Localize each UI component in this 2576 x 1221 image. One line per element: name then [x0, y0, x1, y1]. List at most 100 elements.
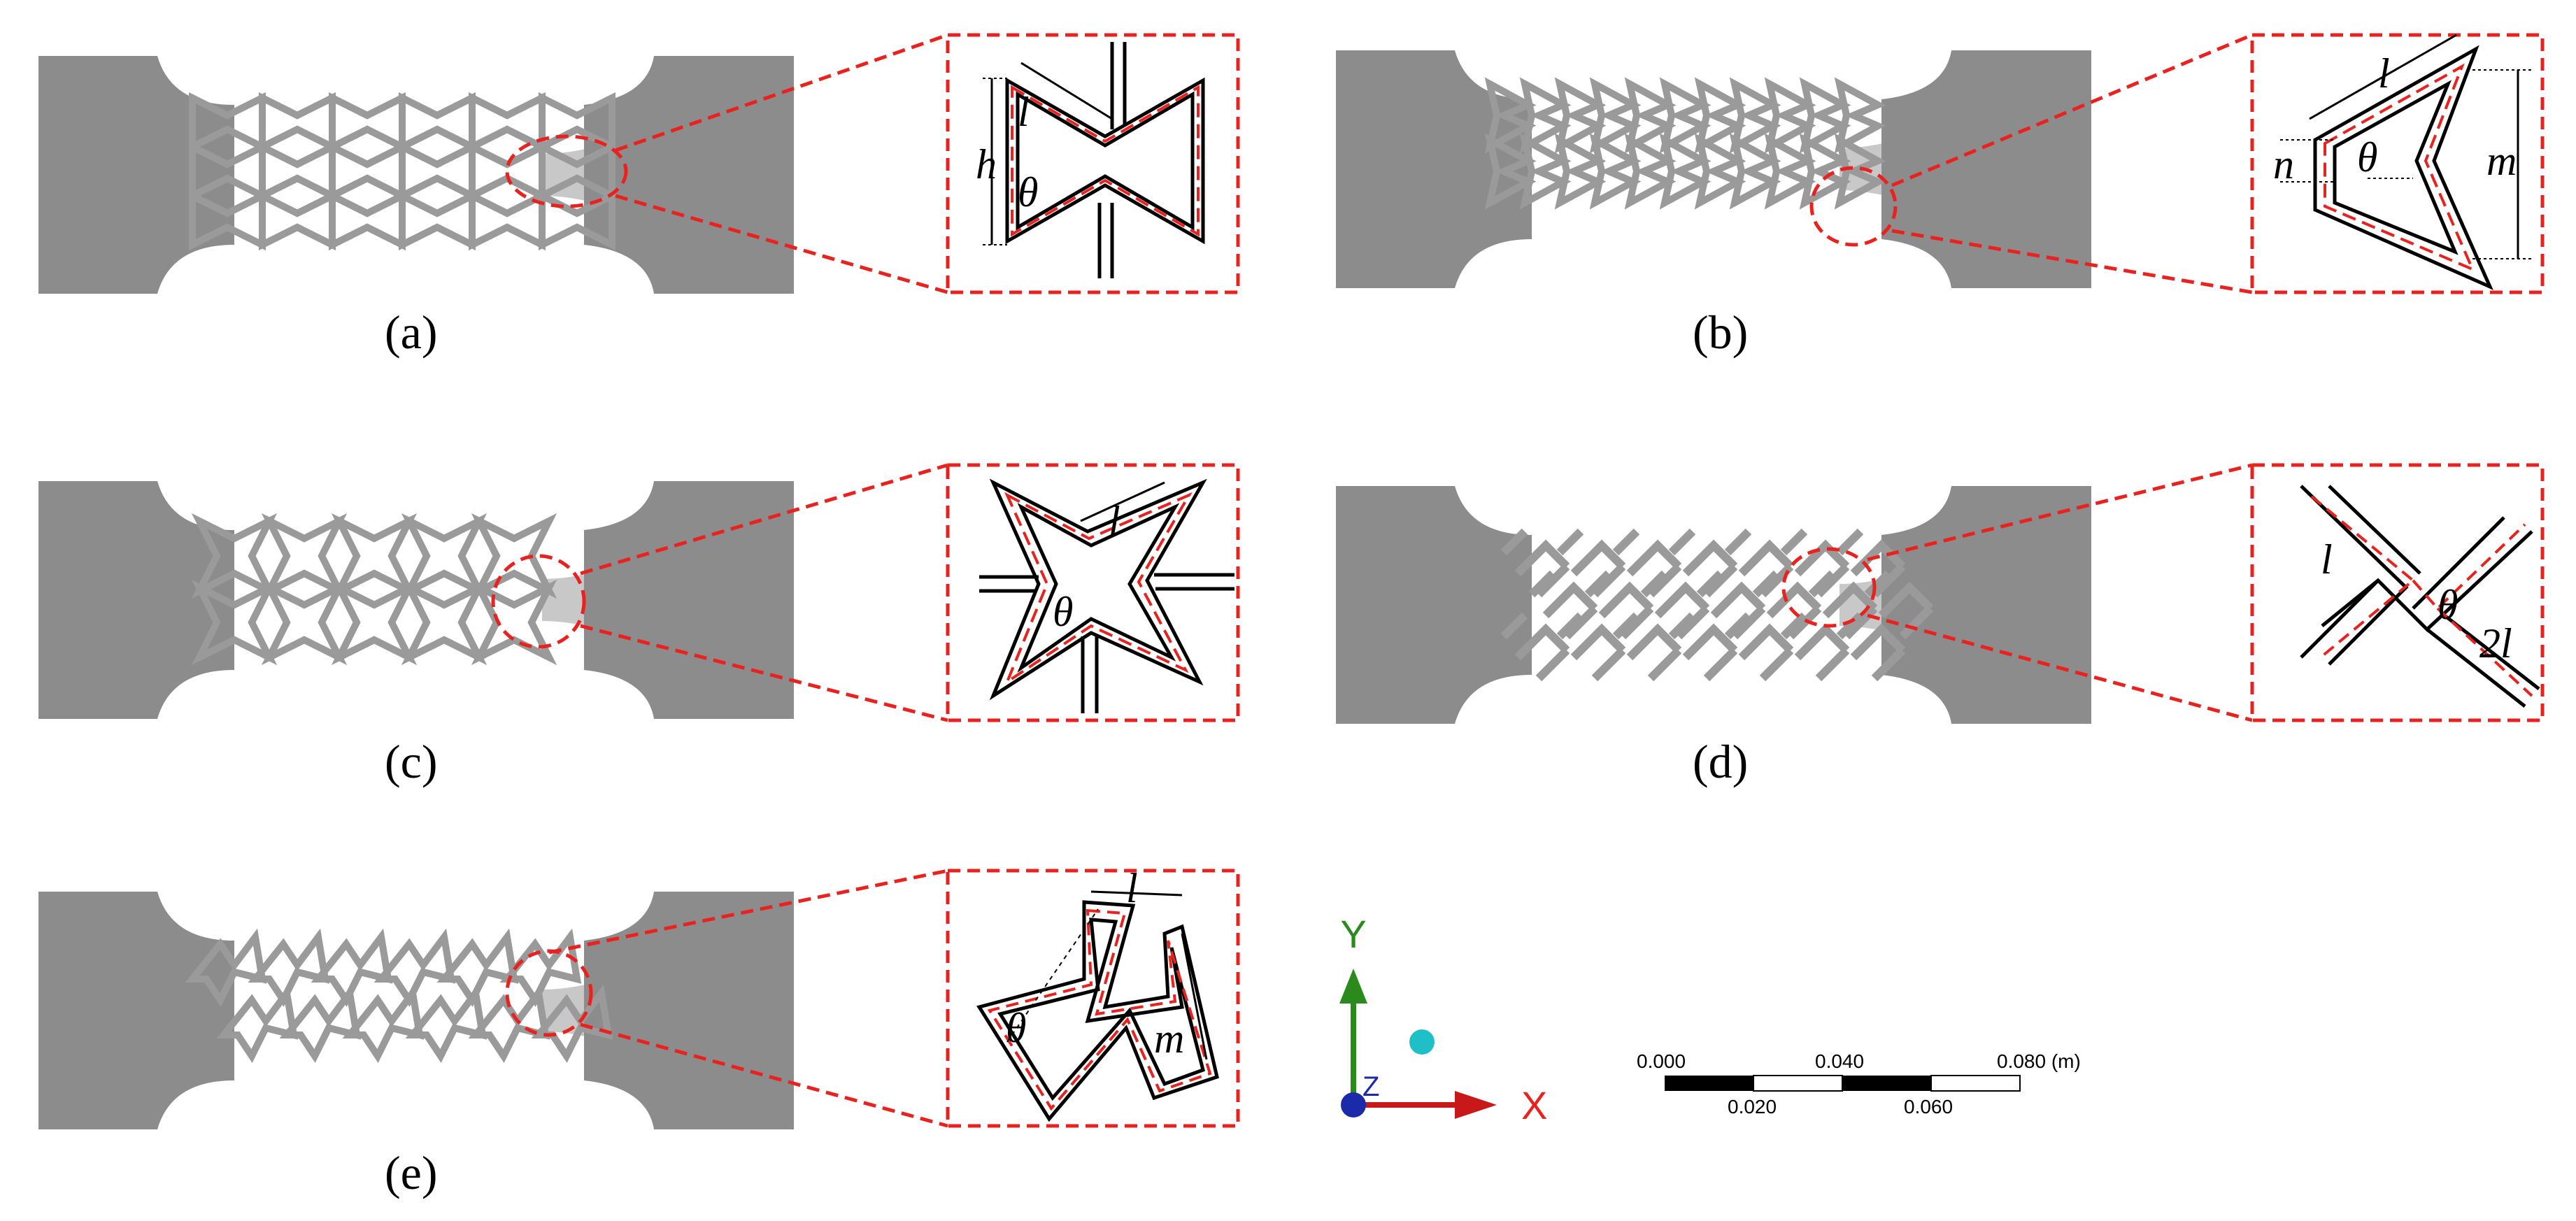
- lattice-cell: [350, 993, 420, 1056]
- lattice-cell: [1588, 573, 1651, 636]
- lattice-cell: [262, 196, 332, 245]
- lattice-cell: [262, 147, 332, 196]
- dim-c-theta: θ: [1053, 589, 1073, 635]
- lattice-cell: [262, 98, 332, 147]
- dim-d-2l: 2l: [2479, 620, 2512, 666]
- zoom-circle-a: [505, 134, 628, 208]
- inset-box-b: [2250, 33, 2545, 294]
- z-axis-origin: [1341, 1092, 1366, 1118]
- caption-b: (b): [1693, 306, 1748, 359]
- lattice-cell: [409, 521, 479, 591]
- lattice-cell: [269, 521, 339, 591]
- lattice-cell: [1560, 531, 1623, 594]
- zoom-line-c-top: [580, 463, 948, 576]
- x-axis-label: X: [1521, 1083, 1547, 1127]
- zoom-line-c-bottom: [580, 624, 948, 722]
- zoom-line-d-top: [1867, 463, 2253, 562]
- z-axis-label: Z: [1362, 1071, 1379, 1102]
- lattice-cell: [318, 937, 388, 1000]
- lattice-cell: [409, 587, 479, 657]
- dim-e-l: l: [1126, 865, 1138, 911]
- dim-c-l: l: [1109, 498, 1120, 544]
- lattice-cell: [402, 147, 472, 196]
- lattice-b: [1490, 84, 1878, 203]
- dim-a-l: l: [1018, 89, 1030, 135]
- lattice-cell: [255, 937, 325, 1000]
- lattice-cell: [402, 98, 472, 147]
- lattice-cell: [402, 196, 472, 245]
- x-axis-head: [1455, 1091, 1497, 1119]
- caption-d: (d): [1693, 735, 1748, 788]
- specimen-a: [38, 56, 794, 294]
- scale-segment-1: [1665, 1076, 1753, 1091]
- lattice-cell: [1700, 573, 1763, 636]
- lattice-cell: [476, 993, 546, 1056]
- scale-label-080: 0.080 (m): [1997, 1050, 2081, 1072]
- lattice-d: [1504, 531, 1930, 678]
- lattice-cell: [1532, 573, 1595, 636]
- unit-cell-c: [979, 478, 1234, 713]
- lattice-cell: [287, 993, 357, 1056]
- zoom-line-d-bottom: [1867, 613, 2253, 722]
- zoom-line-b-bottom: [1891, 229, 2253, 294]
- view-sphere: [1409, 1029, 1435, 1055]
- dim-b-l: l: [2378, 50, 2390, 97]
- zoom-circle-c: [491, 554, 586, 649]
- dim-e-m: m: [1154, 1015, 1184, 1062]
- caption-c: (c): [385, 735, 437, 788]
- panel-a: l h θ (a): [38, 33, 1240, 359]
- lattice-cell: [332, 196, 402, 245]
- lattice-cell: [1560, 615, 1623, 678]
- lattice-cell: [1672, 615, 1735, 678]
- panel-d: l θ 2l (d): [1336, 463, 2545, 788]
- scale-label-040: 0.040: [1815, 1050, 1864, 1072]
- scale-bar: 0.000 0.040 0.080 (m) 0.020 0.060: [1637, 1050, 2081, 1118]
- lattice-cell: [1616, 615, 1679, 678]
- lattice-cell: [332, 147, 402, 196]
- lattice-cell: [472, 196, 542, 245]
- dim-d-theta: θ: [2438, 582, 2458, 628]
- scale-label-020: 0.020: [1728, 1096, 1777, 1118]
- lattice-cell: [1728, 615, 1791, 678]
- zoom-line-b-top: [1891, 33, 2253, 187]
- lattice-cell: [269, 587, 339, 657]
- panel-e: l m θ (e): [38, 865, 1240, 1199]
- dim-a-theta: θ: [1018, 169, 1038, 215]
- unit-cell-a: [983, 42, 1205, 278]
- scale-segment-2: [1753, 1075, 1843, 1092]
- lattice-cell: [1756, 573, 1819, 636]
- lattice-cell: [444, 937, 514, 1000]
- lattice-cell: [472, 98, 542, 147]
- y-axis-label: Y: [1340, 912, 1366, 956]
- lattice-cell: [339, 587, 409, 657]
- lattice-cell: [472, 147, 542, 196]
- dim-d-l: l: [2321, 536, 2333, 583]
- scale-segment-4: [1930, 1075, 2021, 1092]
- caption-e: (e): [385, 1146, 437, 1199]
- lattice-cell: [1616, 531, 1679, 594]
- zoom-line-e-top: [548, 869, 948, 955]
- specimen-d: [1336, 486, 2091, 724]
- dim-b-n: n: [2273, 141, 2294, 187]
- caption-a: (a): [385, 306, 437, 359]
- coordinate-triad: Z Y X: [1339, 912, 1547, 1127]
- scale-label-060: 0.060: [1904, 1096, 1953, 1118]
- scale-segment-3: [1842, 1076, 1931, 1091]
- zoom-circle-b: [1809, 166, 1898, 247]
- y-axis-head: [1339, 969, 1367, 1004]
- lattice-cell: [1672, 531, 1735, 594]
- lattice-cell: [339, 521, 409, 591]
- dim-b-m: m: [2486, 138, 2517, 184]
- dim-e-theta: θ: [1006, 1005, 1026, 1051]
- lattice-c: [199, 521, 549, 657]
- lattice-cell: [413, 993, 483, 1056]
- lattice-cell: [1644, 573, 1707, 636]
- inset-box-d: [2250, 463, 2545, 722]
- lattice-cell: [332, 98, 402, 147]
- unit-cell-e: [976, 890, 1219, 1122]
- lattice-cell: [381, 937, 451, 1000]
- zoom-circle-d: [1781, 547, 1877, 628]
- dim-a-h: h: [976, 141, 997, 187]
- panel-b: l n θ m (b): [1336, 33, 2545, 359]
